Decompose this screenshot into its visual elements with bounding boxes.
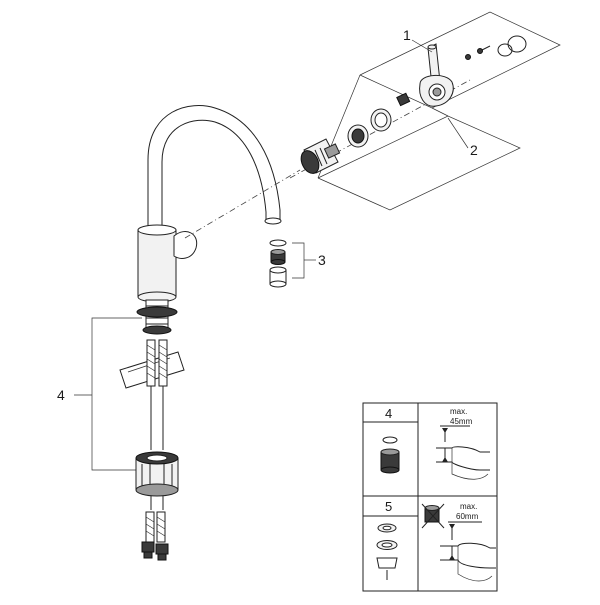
panel-top-max-label: max.	[450, 407, 467, 416]
lever-handle-icon	[419, 43, 454, 107]
instruction-panels: 4 max. 45mm 5	[362, 402, 498, 592]
callout-3-bracket	[292, 242, 305, 279]
callout-2: 2	[470, 142, 478, 158]
handle-assembly: 1 2	[289, 11, 561, 211]
panel-top-nut-icon	[380, 448, 400, 474]
plane-edge-mid	[431, 107, 449, 117]
callout-3: 3	[318, 252, 326, 268]
callout-2-leader	[447, 117, 469, 149]
hose-nut-icon	[135, 451, 179, 497]
callout-4-bracket	[91, 317, 142, 471]
callout-1-leader	[411, 39, 433, 53]
cover-ring-icon	[370, 108, 392, 132]
panel-top-oring-icon	[382, 436, 398, 444]
panel-bottom-number: 5	[385, 499, 392, 514]
oring-small-icon	[497, 43, 513, 57]
supply-hoses-icon	[146, 339, 168, 450]
aerator-icon: 3	[269, 239, 326, 288]
panel-bottom-washers-icon	[376, 523, 398, 580]
spout-axis	[184, 169, 301, 239]
spindle-nut-icon	[396, 92, 411, 107]
oring-large-icon	[507, 35, 527, 53]
panel-top-number: 4	[385, 406, 392, 421]
aerator-housing-icon	[269, 266, 287, 288]
nut-ring-icon	[347, 124, 369, 148]
faucet-icon	[136, 105, 282, 335]
panel-bottom-max-label: max.	[460, 502, 477, 511]
callout-4: 4	[57, 387, 65, 403]
panel-bottom-countertop-icon	[440, 521, 496, 582]
callout-1: 1	[403, 27, 411, 43]
hose-ends-icon	[141, 496, 169, 561]
mounting-kit: 4	[57, 317, 185, 561]
crossed-out-part-icon	[421, 503, 445, 529]
panel-frame	[362, 402, 498, 592]
panel-top-countertop-icon	[436, 425, 490, 480]
aerator-insert-icon	[270, 249, 286, 265]
screw-icon	[477, 45, 491, 54]
aerator-seal-icon	[269, 239, 287, 247]
washer-icon	[465, 54, 471, 60]
cartridge-icon	[300, 138, 341, 174]
panel-bottom-max-value: 60mm	[456, 512, 479, 521]
assembly-plane-top	[359, 11, 561, 109]
assembly-plane-bottom	[317, 115, 521, 211]
panel-top-max-value: 45mm	[450, 417, 473, 426]
